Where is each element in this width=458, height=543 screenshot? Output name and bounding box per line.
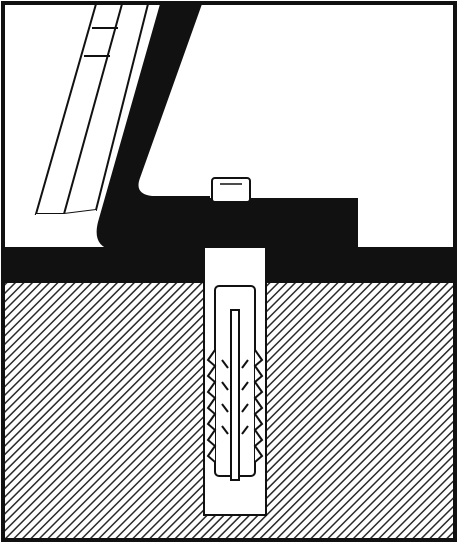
screw-head (211, 177, 251, 203)
panel-foot (36, 210, 96, 216)
wall-plug (206, 285, 264, 481)
inclined-frame (96, 4, 210, 250)
